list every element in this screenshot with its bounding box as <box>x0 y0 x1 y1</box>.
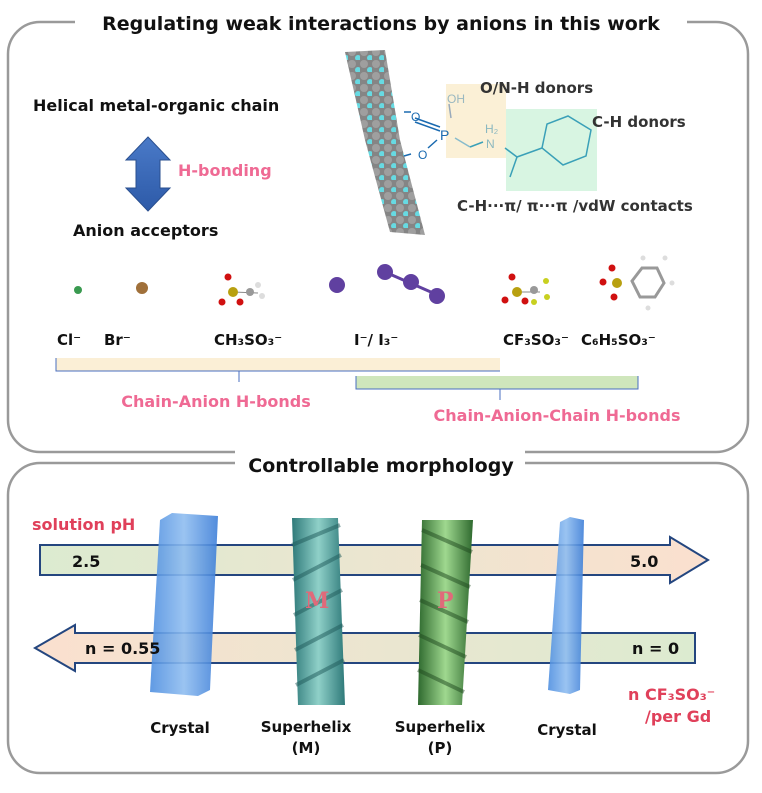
atom-h2: H₂ <box>485 122 499 136</box>
top-panel-title: Regulating weak interactions by anions i… <box>102 13 660 35</box>
ph-end: 5.0 <box>630 552 658 571</box>
morph-superhelix-p-sub: (P) <box>428 739 453 757</box>
n-label-line2: /per Gd <box>645 707 711 726</box>
anion-ch3so3: CH₃SO₃⁻ <box>214 331 282 349</box>
helix-p-letter: P <box>437 588 454 614</box>
on-h-donors-label: O/N-H donors <box>480 79 593 97</box>
bottom-panel <box>6 461 750 775</box>
morph-superhelix-m-sub: (M) <box>292 739 321 757</box>
atom-o1: O <box>411 110 420 124</box>
anion-br: Br⁻ <box>104 331 131 349</box>
bottom-panel-title: Controllable morphology <box>248 455 514 477</box>
group-chain-anion-chain: Chain-Anion-Chain H-bonds <box>434 406 681 425</box>
chain-label: Helical metal-organic chain <box>33 96 279 115</box>
on-h-highlight <box>446 84 506 158</box>
double-arrow-icon <box>124 136 172 212</box>
ph-arrow <box>39 535 710 585</box>
anion-c6h5so3: C₆H₅SO₃⁻ <box>581 331 656 349</box>
helical-chain-image <box>345 50 425 235</box>
ch-highlight <box>506 109 597 191</box>
n-end: n = 0 <box>632 639 679 658</box>
bracket-chain-anion <box>55 358 500 382</box>
i-i3-model <box>329 264 445 304</box>
acceptor-label: Anion acceptors <box>73 221 218 240</box>
morph-superhelix-p: Superhelix <box>395 718 486 736</box>
br-model <box>136 282 148 294</box>
superhelix-m <box>291 518 345 705</box>
morph-crystal-left: Crystal <box>150 719 210 737</box>
contacts-label: C-H···π/ π···π /vdW contacts <box>457 197 693 215</box>
cl-model <box>74 286 82 294</box>
ch-donors-label: C-H donors <box>592 113 686 131</box>
bracket-chain-anion-chain <box>355 376 639 400</box>
ch3so3-model <box>218 273 265 306</box>
crystal-left <box>150 513 218 696</box>
morph-superhelix-m: Superhelix <box>261 718 352 736</box>
anion-cl: Cl⁻ <box>57 331 81 349</box>
ph-start: 2.5 <box>72 552 100 571</box>
superhelix-p <box>417 520 473 705</box>
atom-n: N <box>486 137 495 151</box>
ph-label: solution pH <box>32 515 135 534</box>
group-chain-anion: Chain-Anion H-bonds <box>121 392 311 411</box>
n-label-line1: n CF₃SO₃⁻ <box>628 685 715 704</box>
crystal-right <box>548 517 584 694</box>
atom-o2: O <box>418 148 427 162</box>
h-bonding-label: H-bonding <box>178 161 272 180</box>
helix-m-letter: M <box>305 588 329 614</box>
anion-i-i3: I⁻/ I₃⁻ <box>354 331 398 349</box>
atom-oh: OH <box>447 92 465 106</box>
anion-cf3so3: CF₃SO₃⁻ <box>503 331 569 349</box>
c6h5so3-model <box>599 255 675 311</box>
cf3so3-model <box>501 273 550 305</box>
atom-p: P <box>440 127 449 143</box>
ligand-structure <box>403 103 592 178</box>
n-start: n = 0.55 <box>85 639 160 658</box>
anion-models <box>74 255 675 311</box>
morph-crystal-right: Crystal <box>537 721 597 739</box>
